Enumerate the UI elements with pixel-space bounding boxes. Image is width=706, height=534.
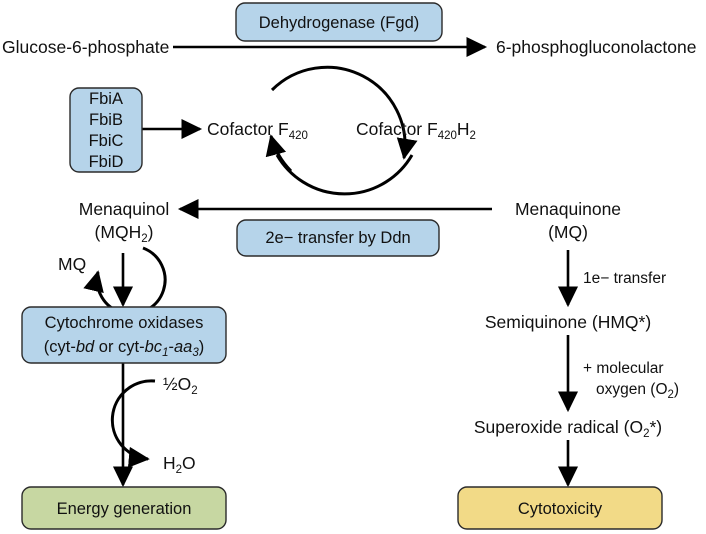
half-oxygen-prefix: ½O — [163, 374, 191, 394]
o2-sub: 2 — [668, 389, 674, 401]
fbi-item-fbid: FbiD — [89, 153, 124, 171]
cofactor-f420h2-label: Cofactor F420H2 — [356, 119, 476, 142]
menaquinone-line1: Menaquinone — [515, 199, 621, 219]
arc-cycle-bottom — [275, 154, 414, 196]
mq-recycle-label: MQ — [58, 254, 86, 274]
cofactor-f420h2-prefix: Cofactor F — [356, 119, 438, 139]
water-sub: 2 — [176, 464, 182, 476]
fbi-item-fbic: FbiC — [89, 132, 124, 150]
cyt-prefix: (cyt- — [44, 338, 76, 356]
mqh2-prefix: (MQH — [95, 222, 142, 242]
water-o: O — [182, 453, 196, 473]
water-label: H2O — [163, 453, 196, 476]
cytochrome-oxidases-line1: Cytochrome oxidases — [45, 314, 204, 332]
menaquinone-line2: (MQ) — [548, 222, 588, 242]
superoxide-radical-label: Superoxide radical (O2*) — [474, 417, 662, 440]
cyt-aa: aa — [174, 338, 192, 356]
arc-oxygen-to-water — [110, 379, 156, 468]
cytochrome-oxidases-line2: (cyt-bd or cyt-bc1-aa3) — [44, 338, 204, 359]
mqh2-sub: 2 — [141, 233, 147, 245]
half-oxygen-label: ½O2 — [163, 374, 198, 397]
cofactor-f420-prefix: Cofactor F — [207, 119, 289, 139]
superoxide-close: *) — [650, 417, 663, 437]
energy-generation-box[interactable] — [21, 486, 227, 530]
dehydrogenase-box[interactable] — [235, 2, 443, 42]
cytotoxicity-label: Cytotoxicity — [518, 500, 603, 518]
o2-prefix: oxygen (O — [596, 381, 668, 398]
half-oxygen-sub: 2 — [191, 385, 197, 397]
6-phosphogluconolactone-label: 6-phosphogluconolactone — [496, 37, 696, 57]
menaquinol-line1: Menaquinol — [79, 199, 169, 219]
fbi-enzymes-box[interactable] — [69, 87, 143, 173]
mqh2-close: ) — [148, 222, 154, 242]
fbi-item-fbia: FbiA — [89, 90, 123, 108]
molecular-oxygen-line1: + molecular — [583, 360, 664, 377]
superoxide-prefix: Superoxide radical (O — [474, 417, 643, 437]
cyt-bc: bc — [145, 338, 163, 356]
cyt-or: or cyt- — [94, 338, 144, 356]
one-electron-transfer-label: 1e− transfer — [583, 270, 666, 287]
cyt-dash: - — [168, 338, 174, 356]
cofactor-f420-label: Cofactor F420 — [207, 119, 308, 142]
menaquinol-line2: (MQH2) — [95, 222, 154, 245]
cyt-aa-sub: 3 — [192, 347, 199, 359]
ddn-transfer-box[interactable] — [236, 219, 440, 257]
fbi-item-fbib: FbiB — [89, 111, 123, 129]
molecular-oxygen-line2: oxygen (O2) — [596, 381, 679, 401]
cyt-bd: bd — [76, 338, 95, 356]
o2-close: ) — [674, 381, 679, 398]
water-h: H — [163, 453, 176, 473]
cofactor-f420-sub: 420 — [289, 130, 308, 142]
cofactor-f420h2-h: H — [457, 119, 470, 139]
cofactor-f420h2-sub: 420 — [438, 130, 457, 142]
glucose-6-phosphate-label: Glucose-6-phosphate — [2, 37, 169, 57]
energy-generation-label: Energy generation — [57, 500, 192, 518]
cytotoxicity-box[interactable] — [457, 486, 663, 530]
cyt-bc-sub: 1 — [162, 347, 168, 359]
arc-f420h2-reduction — [265, 134, 293, 173]
arc-mq-recycle — [83, 246, 167, 316]
cyt-close: ) — [199, 338, 205, 356]
dehydrogenase-box-label: Dehydrogenase (Fgd) — [259, 14, 420, 32]
superoxide-sub: 2 — [643, 428, 649, 440]
ddn-transfer-label: 2e− transfer by Ddn — [265, 229, 410, 247]
cytochrome-oxidases-box[interactable] — [21, 306, 227, 364]
semiquinone-label: Semiquinone (HMQ*) — [485, 312, 651, 332]
cofactor-f420h2-h-sub: 2 — [470, 130, 476, 142]
arc-f420-oxidation — [270, 65, 418, 160]
